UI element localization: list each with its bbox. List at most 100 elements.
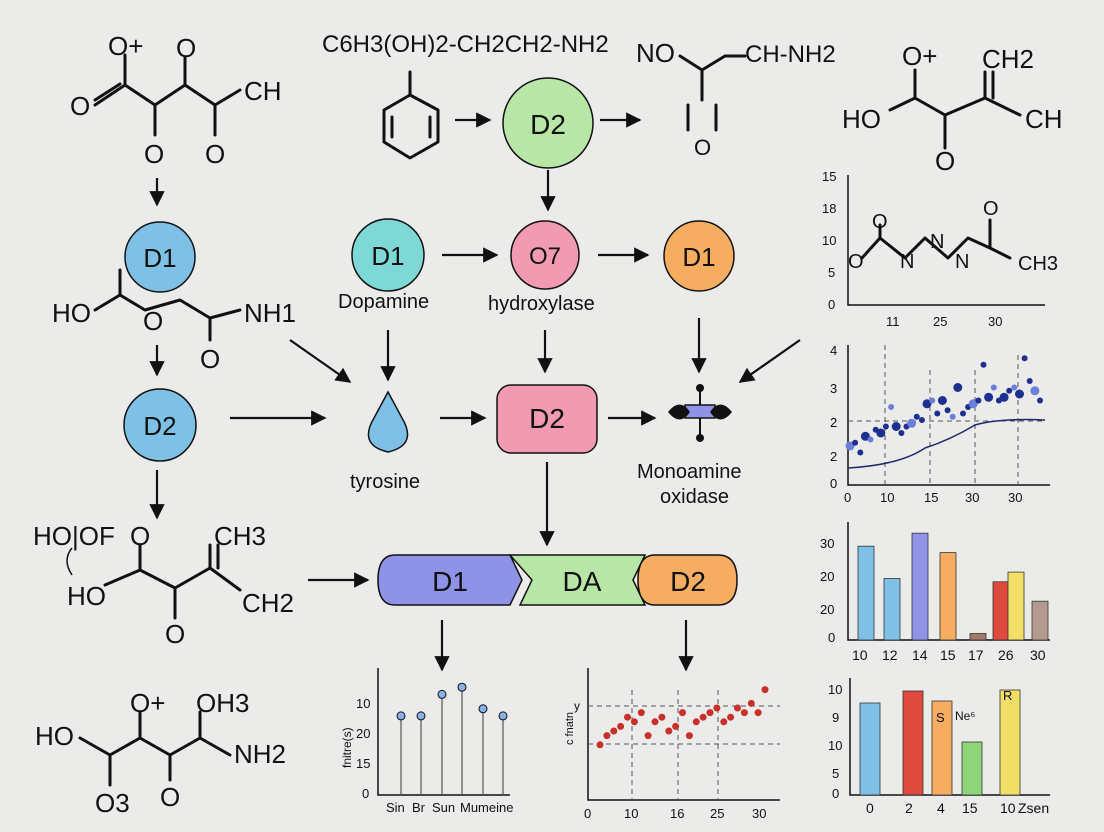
atom-label: CH2 — [242, 588, 294, 618]
scatter-point — [960, 410, 966, 417]
scatter-point — [754, 709, 762, 717]
svg-text:fnitre(s): fnitre(s) — [340, 727, 354, 768]
svg-text:D1: D1 — [371, 241, 404, 271]
svg-text:20: 20 — [820, 569, 834, 584]
scatter-point — [867, 436, 874, 443]
svg-text:O: O — [848, 251, 864, 273]
atom-label: O+ — [108, 31, 143, 61]
scatter-point — [891, 422, 901, 431]
scatter-point — [888, 404, 895, 410]
scatter-point — [913, 413, 920, 420]
atom-label: O+ — [130, 688, 165, 718]
scatter-point — [713, 704, 721, 712]
svg-text:30: 30 — [1008, 490, 1022, 505]
svg-text:Mumeine: Mumeine — [460, 800, 513, 815]
scatter-point — [624, 713, 631, 721]
bar — [911, 532, 929, 641]
scatter-point — [937, 396, 947, 405]
node-d2-left: D2 — [123, 388, 197, 462]
svg-text:0: 0 — [828, 297, 835, 312]
lollipop-chart: fnitre(s) 10 20 15 0 Sin Br Sun Mumeine — [340, 668, 513, 815]
svg-text:D2: D2 — [143, 411, 176, 441]
node-d2-box: D2 — [496, 384, 598, 454]
scatter-point — [720, 718, 728, 726]
svg-text:D1: D1 — [143, 243, 176, 273]
lollipop-point — [437, 689, 447, 699]
svg-text:0: 0 — [844, 490, 851, 505]
atom-label: OH3 — [196, 688, 249, 718]
node-d2-top: D2 — [502, 77, 594, 169]
molecule-left-lower: HO|OF O CH3 HO CH2 O — [33, 521, 294, 649]
svg-text:0: 0 — [832, 786, 839, 801]
svg-text:D2: D2 — [670, 566, 706, 597]
scatter-point — [651, 718, 659, 726]
svg-text:10: 10 — [852, 647, 868, 663]
scatter-chart-bottom: c fnatn y 0 10 16 25 30 — [564, 668, 780, 821]
scatter-point — [990, 384, 997, 391]
svg-text:10: 10 — [822, 233, 836, 248]
svg-text:D2: D2 — [530, 109, 566, 140]
scatter-point — [934, 410, 941, 417]
svg-text:30: 30 — [1030, 647, 1046, 663]
scatter-point — [610, 727, 618, 735]
scatter-point — [876, 428, 886, 438]
scatter-point — [747, 699, 755, 707]
bar — [859, 702, 881, 796]
scatter-point — [975, 397, 982, 404]
scatter-point — [882, 423, 889, 430]
enzyme-icon — [668, 384, 732, 442]
scatter-point — [761, 686, 769, 694]
svg-text:10: 10 — [356, 696, 370, 711]
atom-label: O — [176, 33, 196, 63]
scatter-point — [944, 407, 951, 414]
scatter-point — [984, 392, 994, 402]
scatter-point — [734, 704, 741, 712]
formula-top-center: C6H3(OH)2-CH2CH2-NH2 — [322, 31, 609, 58]
svg-text:10: 10 — [1000, 800, 1016, 816]
bar-annotation: S — [936, 710, 945, 725]
svg-text:CH-NH2: CH-NH2 — [745, 41, 836, 68]
svg-text:D2: D2 — [529, 403, 565, 434]
svg-text:10: 10 — [880, 490, 894, 505]
atom-label: O — [160, 782, 180, 812]
svg-text:2: 2 — [830, 449, 837, 464]
scatter-point — [672, 722, 680, 730]
lollipop-point — [457, 682, 467, 692]
scatter-point — [740, 709, 748, 717]
scatter-point — [968, 399, 978, 409]
svg-text:3: 3 — [830, 381, 837, 396]
atom-label: O — [143, 306, 163, 336]
svg-text:c fnatn: c fnatn — [564, 712, 576, 745]
scatter-point — [692, 718, 700, 726]
node-d1-right: D1 — [663, 220, 735, 292]
scatter-point — [1006, 387, 1013, 394]
svg-text:0: 0 — [362, 786, 369, 801]
bar — [883, 578, 901, 641]
svg-text:O: O — [983, 198, 999, 220]
scatter-point — [1015, 389, 1024, 399]
label-hydroxylase: hydroxylase — [488, 293, 595, 315]
bar — [999, 689, 1021, 796]
label-oxidase: oxidase — [660, 486, 729, 508]
svg-text:Sin: Sin — [386, 800, 405, 815]
svg-text:9: 9 — [832, 710, 839, 725]
scatter-point — [596, 741, 604, 749]
svg-text:15: 15 — [822, 169, 836, 184]
scatter-point — [918, 417, 925, 423]
lollipop-point — [416, 711, 426, 721]
atom-label: CH2 — [982, 44, 1034, 74]
atom-label: NH2 — [234, 739, 286, 769]
svg-text:CH3: CH3 — [1018, 253, 1058, 275]
molecule-top-right-fragment: NO CH-NH2 O — [636, 38, 836, 160]
svg-text:0: 0 — [584, 806, 591, 821]
atom-label: O+ — [902, 41, 937, 71]
svg-text:30: 30 — [988, 314, 1002, 329]
molecule-left-middle: HO O NH1 O — [52, 268, 296, 374]
atom-label: O3 — [95, 788, 130, 818]
atom-label: HO — [52, 298, 91, 328]
scatter-point — [665, 727, 673, 735]
svg-text:Sun: Sun — [432, 800, 455, 815]
scatter-point — [727, 713, 735, 721]
scatter-point — [630, 718, 638, 726]
pill-d1: D1 — [377, 554, 523, 606]
